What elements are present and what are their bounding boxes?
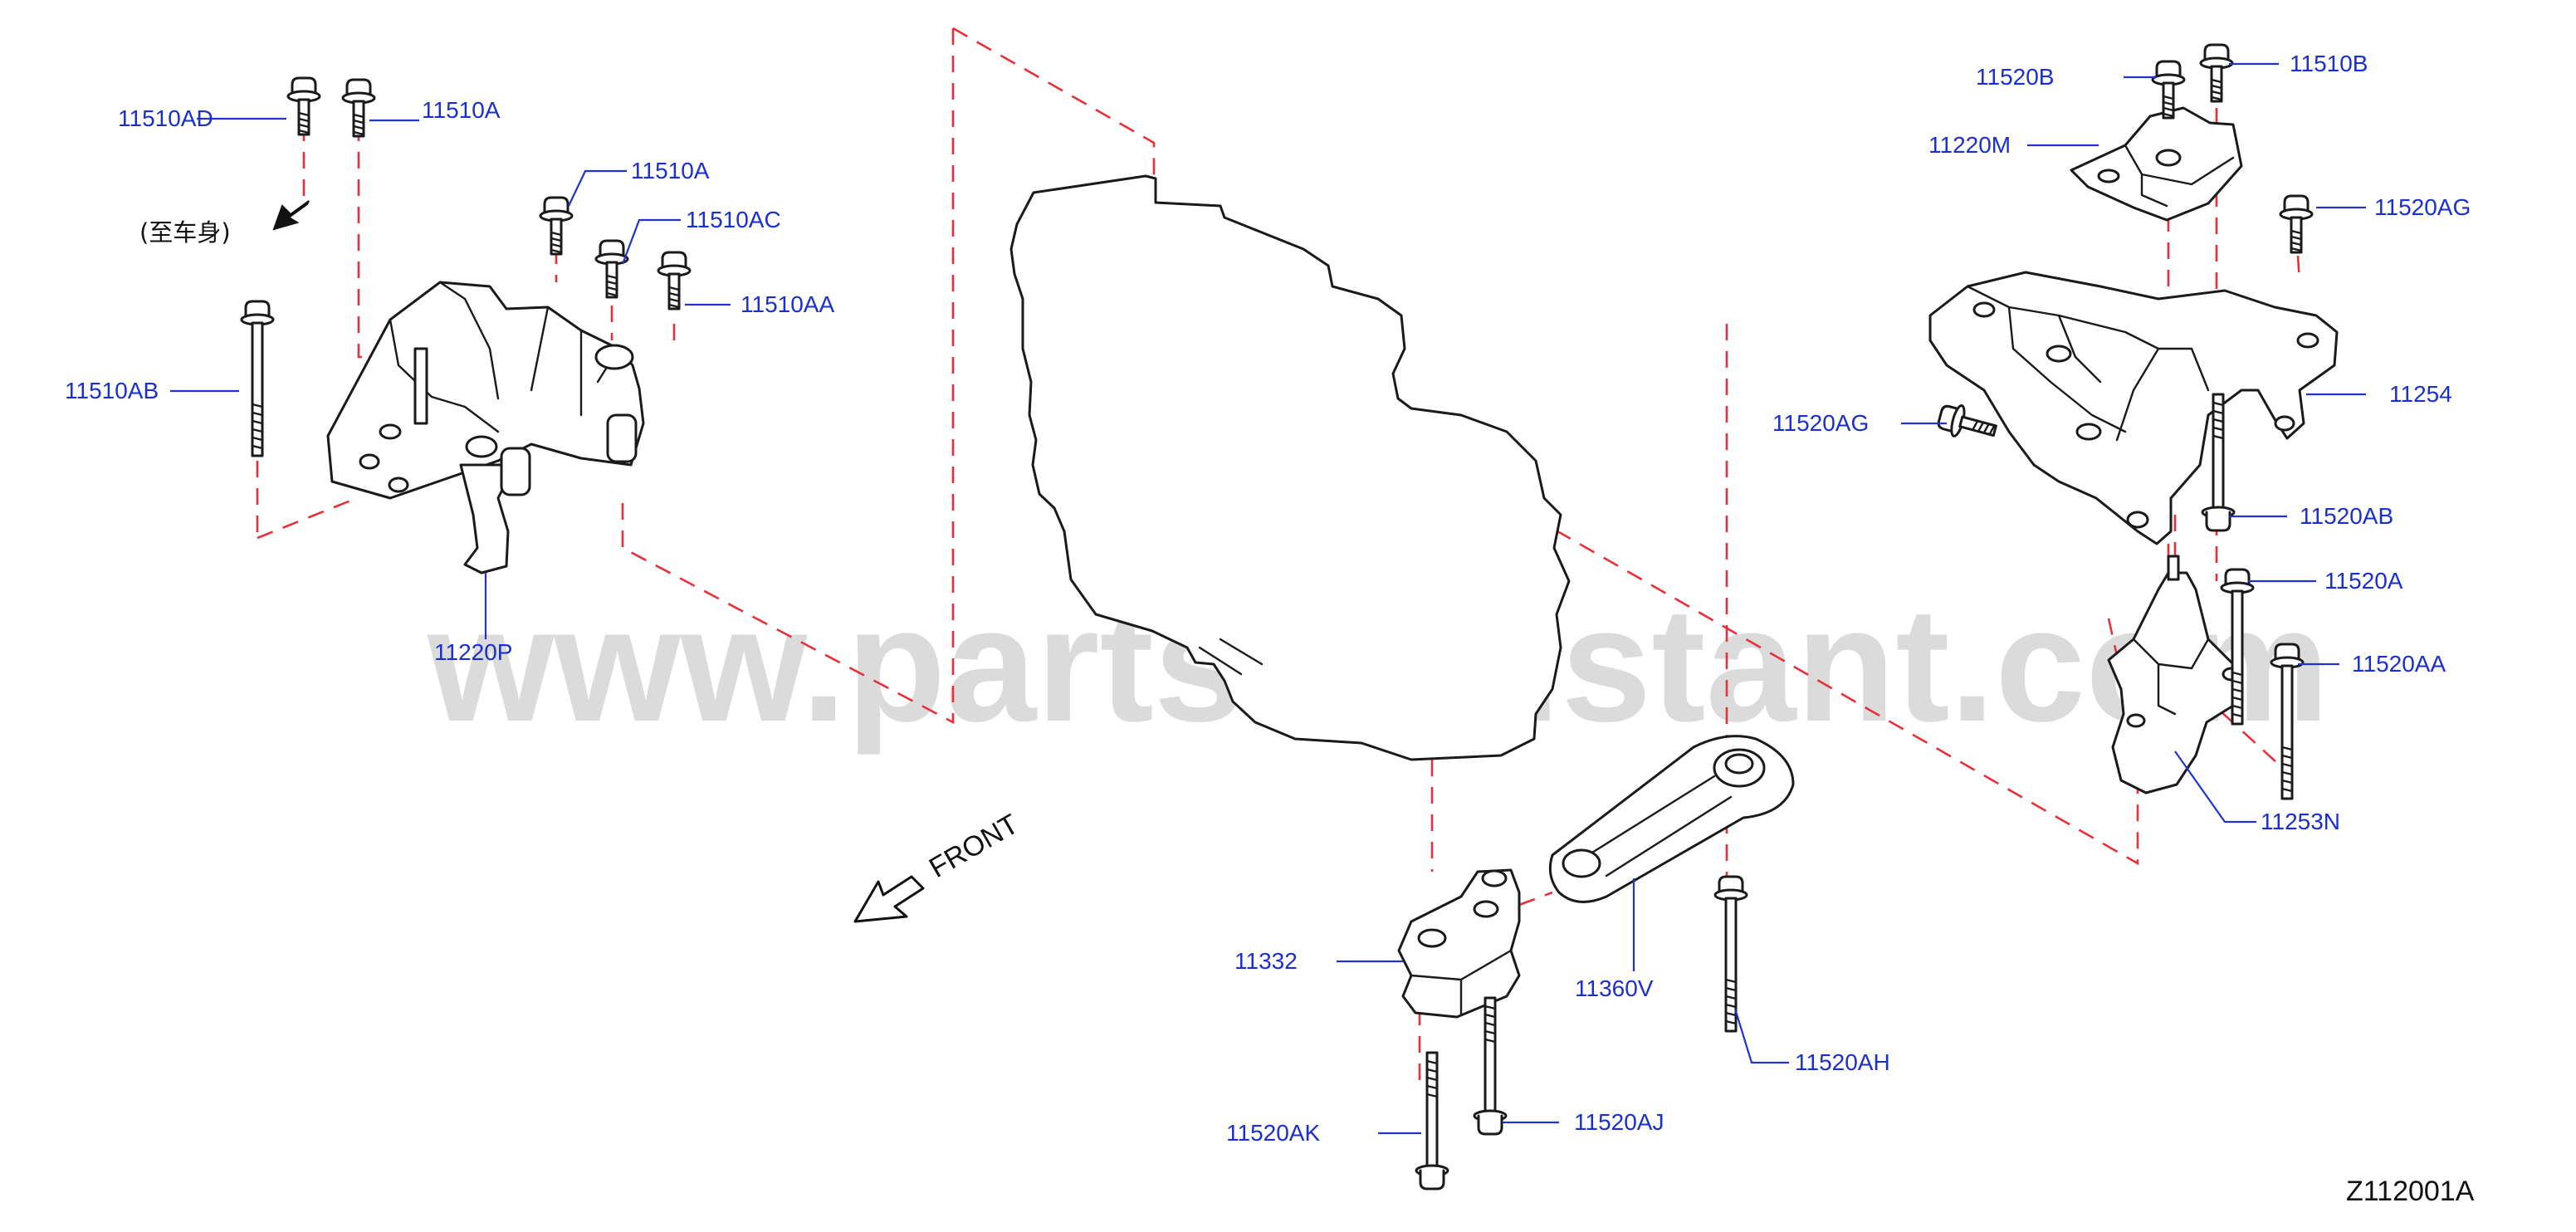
bolt-11510AB-icon	[240, 300, 275, 457]
callout-leader-lines	[170, 62, 2366, 1135]
callout-11520AJ: 11520AJ	[1574, 1109, 1664, 1135]
engine-mount-bracket	[1928, 271, 2339, 545]
front-label: FRONT	[924, 808, 1024, 883]
callout-11520B: 11520B	[1976, 64, 2054, 90]
callout-11510AB: 11510AB	[65, 378, 159, 403]
callout-11510A-mid: 11510A	[631, 158, 710, 183]
callout-11220P: 11220P	[434, 639, 512, 665]
bolt-11510AC-icon	[594, 239, 629, 299]
callout-11332: 11332	[1234, 948, 1298, 974]
bolt-11520AK-icon	[1415, 1051, 1449, 1190]
bolt-11510A-top-icon	[341, 78, 376, 138]
callout-11510AC: 11510AC	[686, 207, 781, 232]
callout-11253N: 11253N	[2261, 809, 2340, 834]
engine-mount-insulator	[2070, 106, 2243, 222]
to-body-arrow-icon	[272, 200, 310, 231]
front-mount-bracket	[1397, 868, 1521, 1019]
bolt-11520AG-top-icon	[2279, 194, 2314, 254]
bolt-11510AD-icon	[286, 76, 321, 136]
callout-11510A-top: 11510A	[422, 97, 501, 123]
callout-11520AH: 11520AH	[1795, 1049, 1890, 1075]
front-direction-arrow-icon	[853, 875, 925, 923]
transmission-mount-bracket	[326, 281, 645, 574]
callout-11520AA: 11520AA	[2352, 651, 2446, 677]
bolt-11510B-icon	[2199, 43, 2234, 103]
callout-11520AB: 11520AB	[2300, 503, 2393, 529]
diagram-code: Z112001A	[2346, 1176, 2475, 1207]
callout-11510AD: 11510AD	[118, 105, 213, 131]
callout-11510AA: 11510AA	[741, 291, 834, 317]
to-body-note: (至车身)	[139, 218, 231, 247]
callout-11254: 11254	[2389, 381, 2452, 407]
bolt-11520AH-icon	[1713, 875, 1748, 1033]
callout-11360V: 11360V	[1575, 975, 1654, 1001]
callout-11220M: 11220M	[1928, 132, 2011, 158]
bolt-11510A-mid-icon	[539, 196, 574, 256]
bolt-11520AJ-icon	[1473, 996, 1508, 1136]
engine-block	[1009, 174, 1571, 761]
part-callouts: 11510AD 11510A 11510A 11510AC 11510AA 11…	[65, 51, 2471, 1146]
callout-11510B: 11510B	[2290, 51, 2368, 76]
callout-11520AK: 11520AK	[1226, 1120, 1320, 1146]
callout-11520AG-top: 11520AG	[2374, 194, 2471, 220]
callout-11520A: 11520A	[2324, 568, 2403, 594]
bolt-11510AA-icon	[657, 251, 692, 310]
callout-11520AG-left: 11520AG	[1772, 410, 1869, 436]
torque-rod	[1548, 735, 1795, 903]
